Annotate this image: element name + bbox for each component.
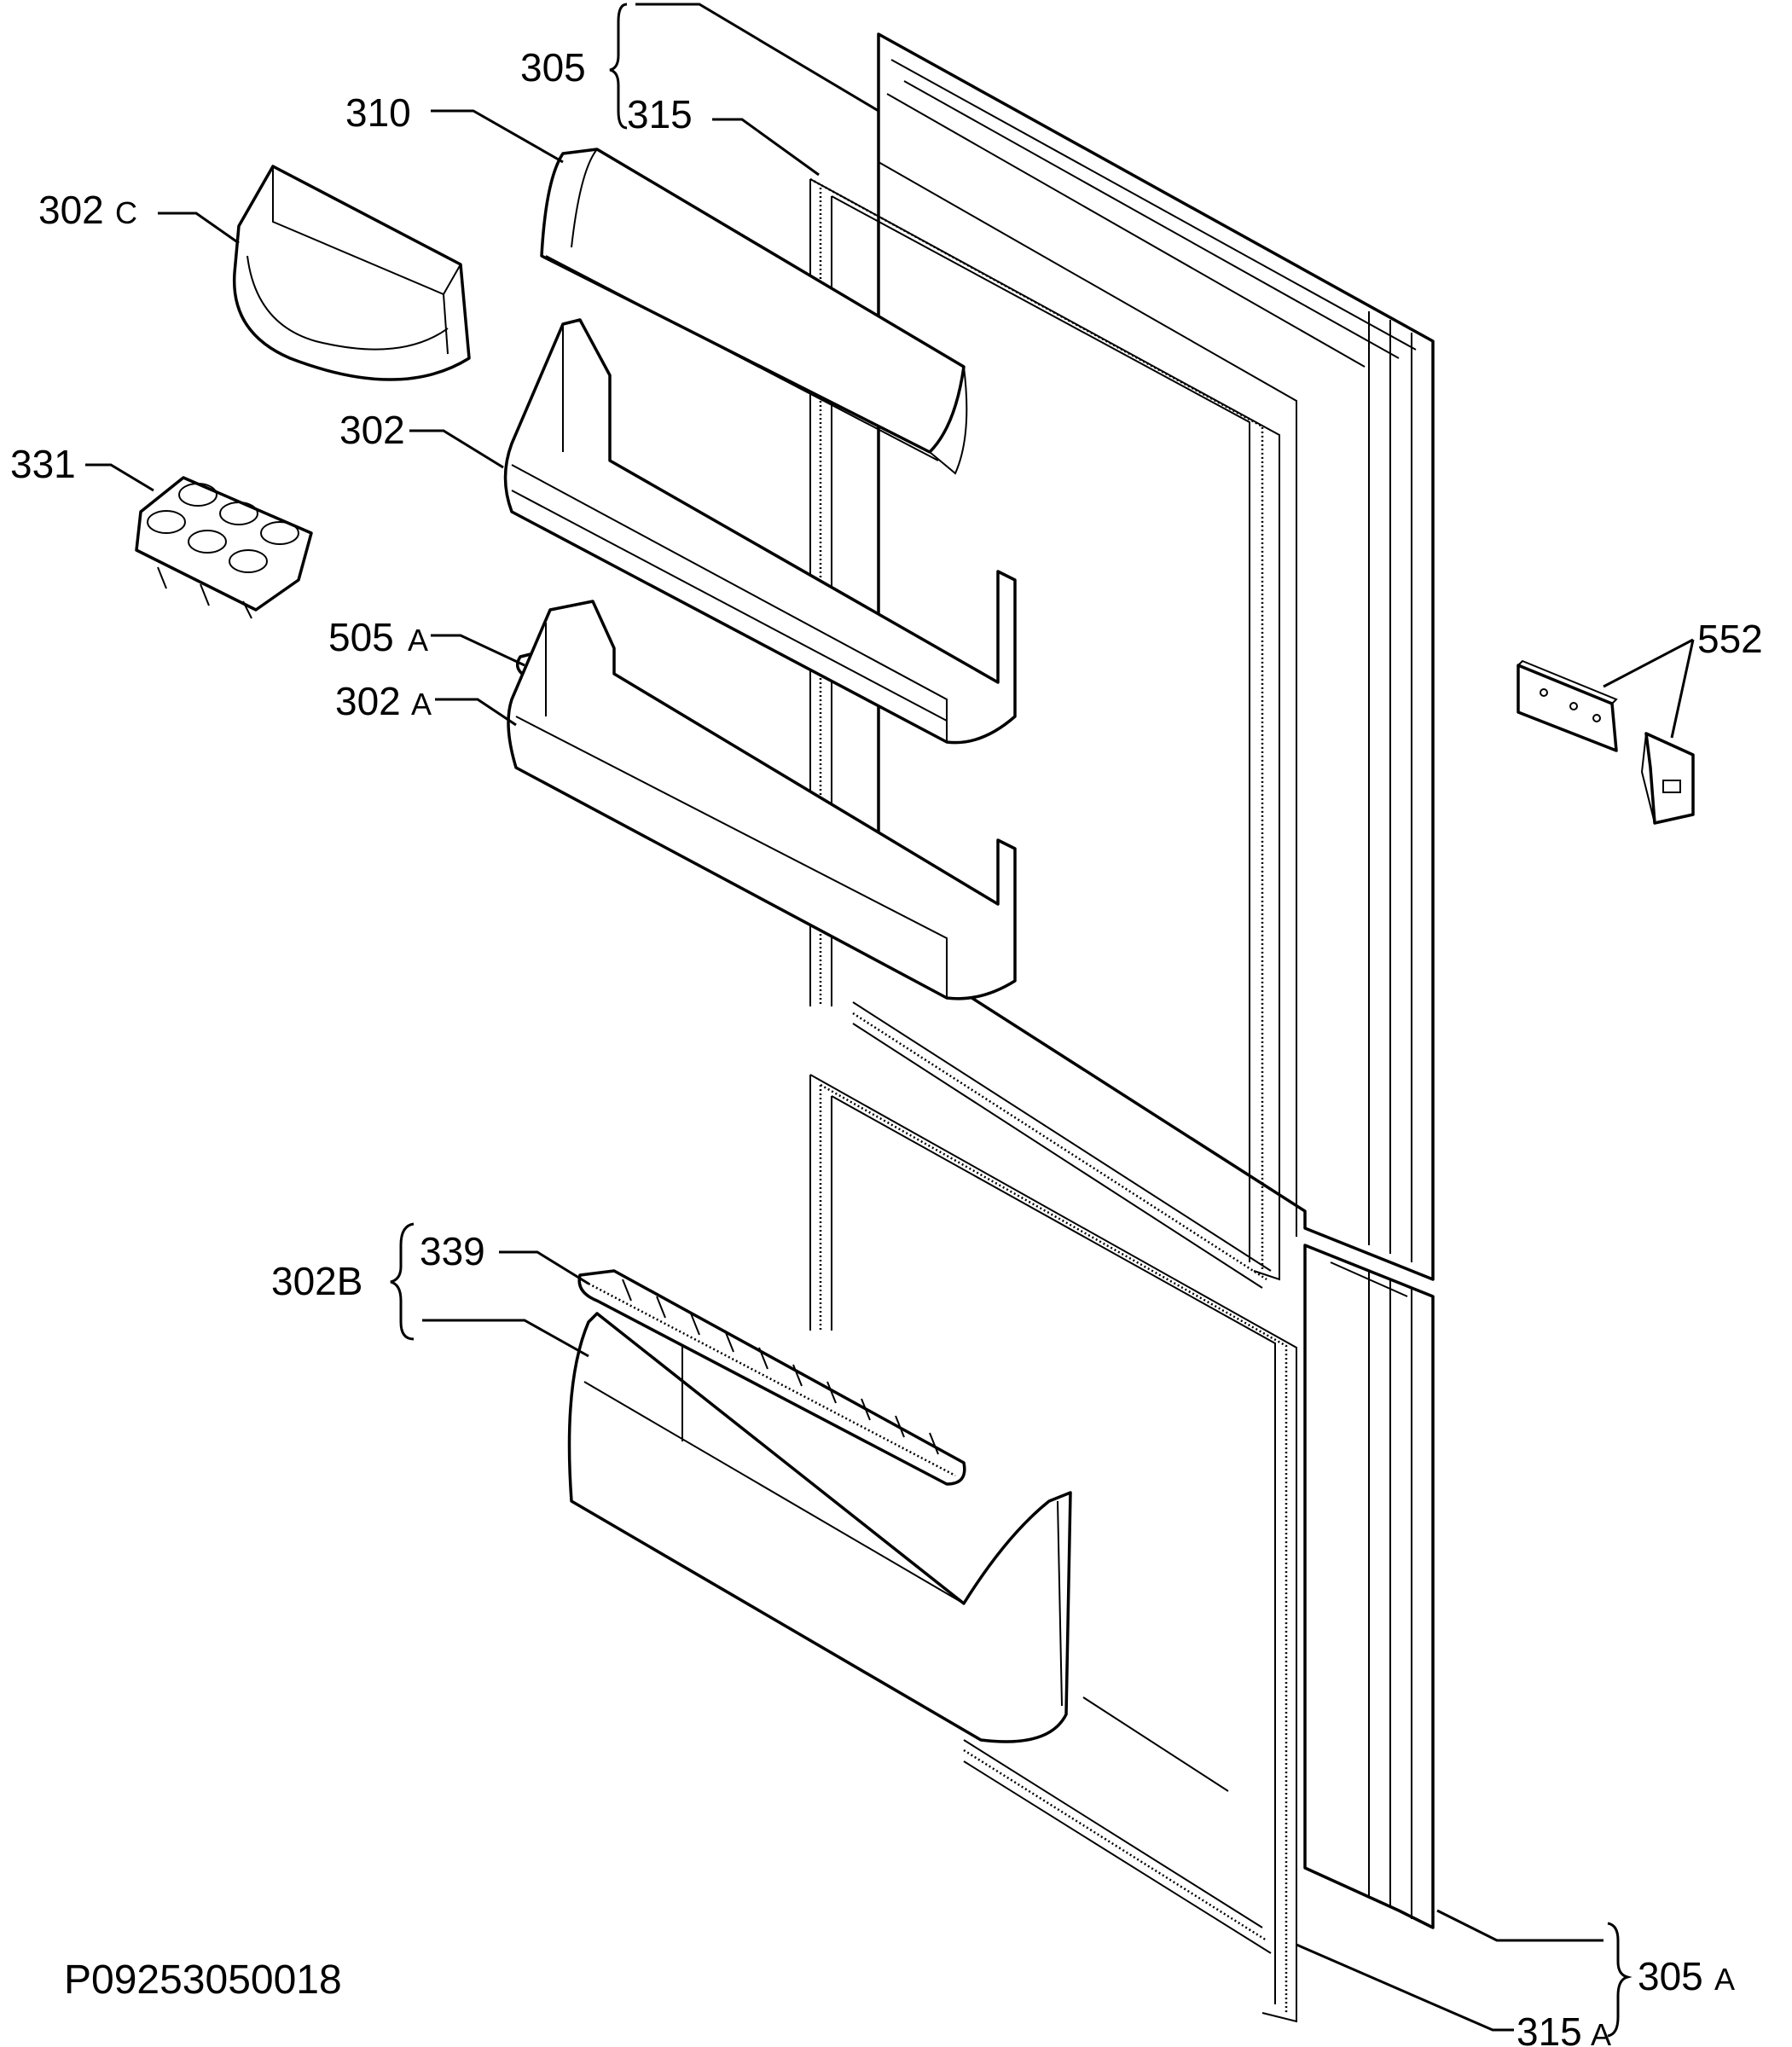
label-302c: 302 [38,188,104,232]
leader-lines [85,3,1695,2038]
door-hinge-bracket[interactable] [1640,732,1695,825]
label-305a-suffix: A [1714,1962,1735,1997]
label-305a: 305 [1638,1954,1703,1998]
bottom-door-bin[interactable] [567,1312,1072,1743]
label-315: 315 [627,92,693,136]
egg-tray[interactable] [135,476,313,619]
lower-door-gasket[interactable] [809,1074,1297,2023]
drawing-code: P09253050018 [64,1957,342,2003]
upper-door[interactable] [877,32,1435,1281]
label-302b: 302B [271,1259,362,1303]
bin-divider-rack[interactable] [577,1269,966,1486]
part-labels: 305 315 310 302 C 302 331 505 A 302 A 55… [10,45,1763,2047]
dairy-compartment[interactable] [232,165,471,381]
label-339: 339 [420,1229,485,1273]
label-315a: 315 [1517,2009,1582,2047]
label-552: 552 [1697,617,1763,661]
door-shelf[interactable] [503,318,1017,745]
label-505a-suffix: A [408,623,428,658]
label-315a-suffix: A [1591,2017,1611,2047]
label-302c-suffix: C [115,195,137,230]
dairy-flap[interactable] [540,148,968,475]
label-302a-suffix: A [411,687,432,722]
door-hinge-plate[interactable] [1517,659,1618,752]
label-505a: 505 [328,615,394,659]
label-302: 302 [339,408,405,452]
label-305: 305 [520,45,586,90]
label-302a: 302 [335,679,401,723]
lower-door[interactable] [1303,1244,1435,1929]
label-331: 331 [10,442,76,486]
label-310: 310 [345,90,411,135]
